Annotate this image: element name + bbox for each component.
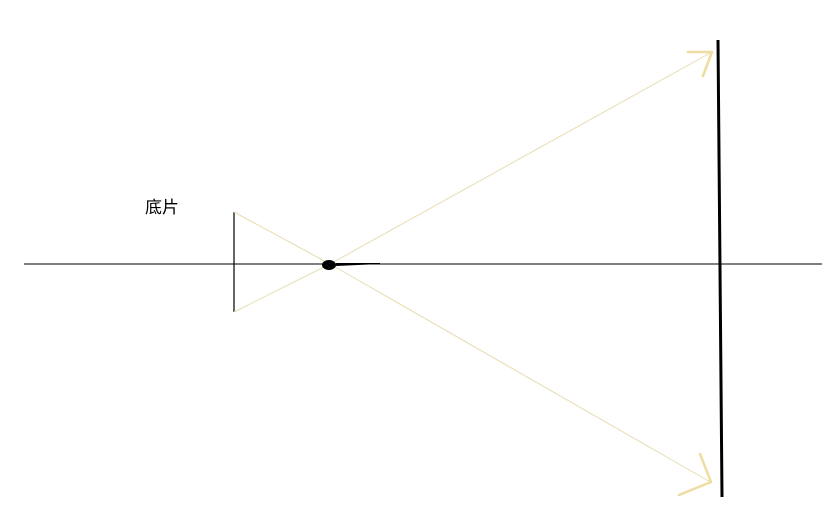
ray-upper-left [233, 211, 331, 265]
ray-upper-right [329, 51, 713, 265]
upper-arrowhead [686, 50, 714, 78]
ray-lower-right [329, 263, 713, 484]
lower-arrowhead [677, 452, 713, 497]
film-label: 底片 [145, 198, 179, 218]
screen-line [716, 39, 724, 498]
lens [322, 260, 380, 270]
ray-lower-left [233, 263, 331, 313]
